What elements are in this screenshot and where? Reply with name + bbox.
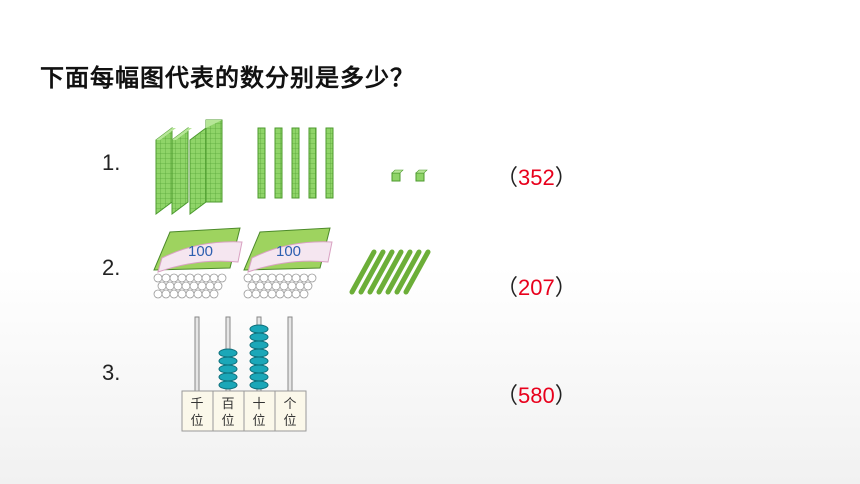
abacus-label-tens-1: 十 [252,397,265,412]
problem-2-number: 2. [102,255,121,280]
single-sticks [349,249,431,295]
single-stick-icon [385,249,413,295]
abacus-label-hundreds-1: 百 [221,397,234,412]
abacus-label-ones-1: 个 [283,397,296,412]
abacus-label-thousands-2: 位 [190,414,203,429]
abacus-label-hundreds-2: 位 [221,414,234,429]
ten-rod-icon [308,127,317,199]
paren-close: ） [554,383,577,408]
hundreds-beads [218,348,238,390]
problem-3-number: 3. [102,360,121,385]
ten-rod-icon [257,127,266,199]
hundred-flat-icon [189,119,223,215]
problem-1-answer: （352） [496,160,577,192]
problem-2-answer: （207） [496,270,577,302]
single-stick-icon [367,249,395,295]
abacus-label-tens-2: 位 [252,414,265,429]
problem-1-number: 1. [102,150,121,175]
single-stick-icon [349,249,377,295]
answer-value: 207 [518,275,555,300]
answer-value: 580 [518,383,555,408]
unit-cube-icon [391,169,404,182]
ten-rod-icon [325,127,334,199]
paren-close: ） [554,275,577,300]
bundle-label: 100 [188,243,213,260]
ten-rod-icon [274,127,283,199]
hundred-flat-icon [171,127,192,215]
paren-open: （ [496,383,519,408]
ten-rod-icon [291,127,300,199]
problem-3-answer: （580） [496,378,577,410]
single-stick-icon [376,249,404,295]
stick-bundle-icon: 100 [153,227,243,299]
single-stick-icon [394,249,422,295]
problem-2-sticks: 100 100 [153,227,431,299]
abacus-label-thousands-1: 千 [190,397,203,412]
abacus-icon: 千 位 百 位 十 位 个 位 [181,316,307,432]
paren-open: （ [496,275,519,300]
problem-1-blocks [155,119,428,215]
abacus-label-ones-2: 位 [283,414,296,429]
single-stick-icon [403,249,431,295]
paren-close: ） [554,165,577,190]
stick-bundle-icon: 100 [243,227,333,299]
tens-beads [249,324,269,390]
unit-cube-icon [415,169,428,182]
page-title: 下面每幅图代表的数分别是多少？ [40,64,415,92]
answer-value: 352 [518,165,555,190]
paren-open: （ [496,165,519,190]
single-stick-icon [358,249,386,295]
bundle-label: 100 [276,243,301,260]
